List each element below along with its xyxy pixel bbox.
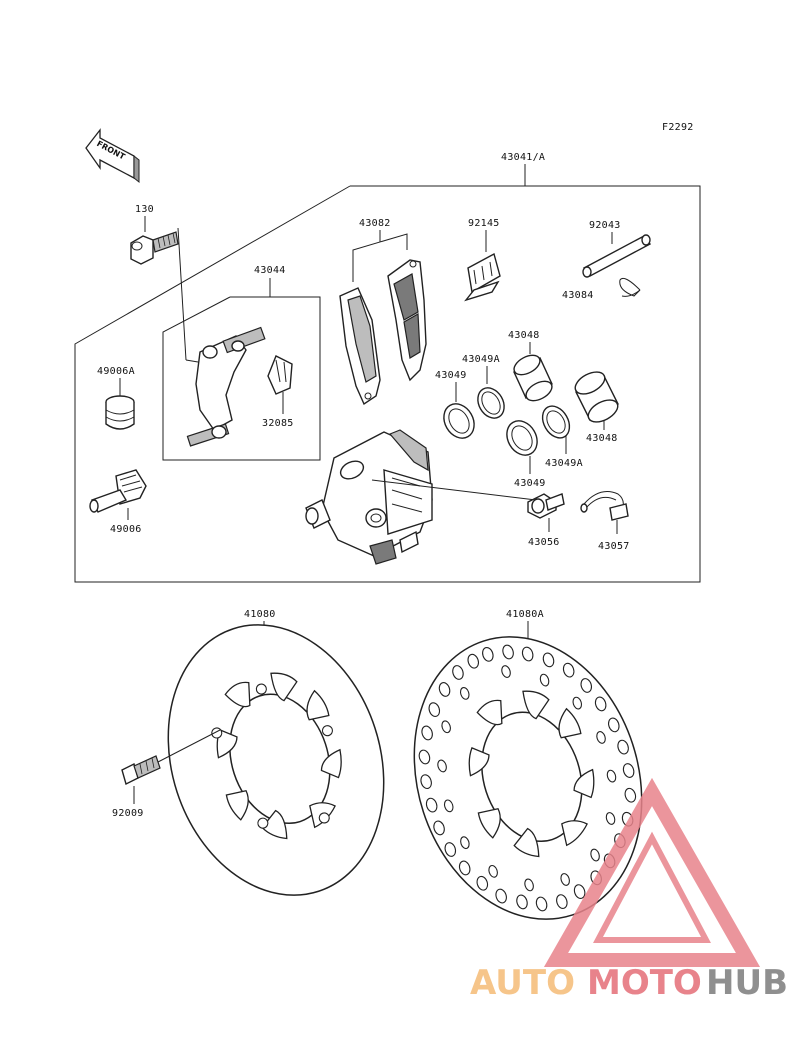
brake-pad-right [387,259,427,382]
label-92145: 92145 [468,218,500,229]
label-49006: 49006 [110,524,142,535]
label-43044: 43044 [254,265,286,276]
label-43048-top: 43048 [508,330,540,341]
label-43049-top: 43049 [435,370,467,381]
seal-43049-bottom [506,420,538,456]
pin-92043 [582,234,652,278]
label-43049A-top: 43049A [462,354,500,365]
piston-43048-top [513,354,553,402]
brake-disc-41080A [413,636,643,920]
seal-43049-top [443,403,475,439]
pin-boot-49006 [89,469,147,513]
clip-43084 [619,277,641,297]
label-41080: 41080 [244,609,276,620]
watermark-triangle-icon [543,777,761,967]
watermark-hub: HUB [706,963,788,1003]
screw-92009 [121,755,161,786]
label-43049-bottom: 43049 [514,478,546,489]
label-43082: 43082 [359,218,391,229]
pad-spring-32085 [267,355,293,395]
label-43084: 43084 [562,290,594,301]
label-43057: 43057 [598,541,630,552]
label-92009: 92009 [112,808,144,819]
caliper-assembly-outline [74,164,701,583]
label-130: 130 [135,204,154,215]
brake-disc-41080 [167,624,385,896]
caliper-body [305,429,433,565]
boot-49006A [105,395,135,430]
cap-43057 [580,491,629,521]
label-41080A: 41080A [506,609,544,620]
watermark-moto: MOTO [587,963,702,1003]
bleeder-43056 [527,493,565,519]
pad-plate-92145 [464,252,501,302]
label-43049A-bottom: 43049A [545,458,583,469]
watermark-brand: AUTO MOTO HUB [470,963,788,1003]
label-43056: 43056 [528,537,560,548]
label-92043: 92043 [589,220,621,231]
label-49006A: 49006A [97,366,135,377]
holder-subassembly-outline [162,278,321,461]
watermark-auto: AUTO [470,963,575,1003]
front-arrow-icon: FRONT [85,128,140,184]
seal-43049A-top [477,387,505,419]
caliper-holder [186,326,266,447]
label-32085: 32085 [262,418,294,429]
figure-code: F2292 [662,122,694,133]
brake-pad-left [339,287,381,406]
label-43041A: 43041/A [501,152,545,163]
label-43048-right: 43048 [586,433,618,444]
bolt-130 [130,231,179,265]
piston-43048-right [574,371,619,423]
seal-43049A-bottom [541,405,571,439]
